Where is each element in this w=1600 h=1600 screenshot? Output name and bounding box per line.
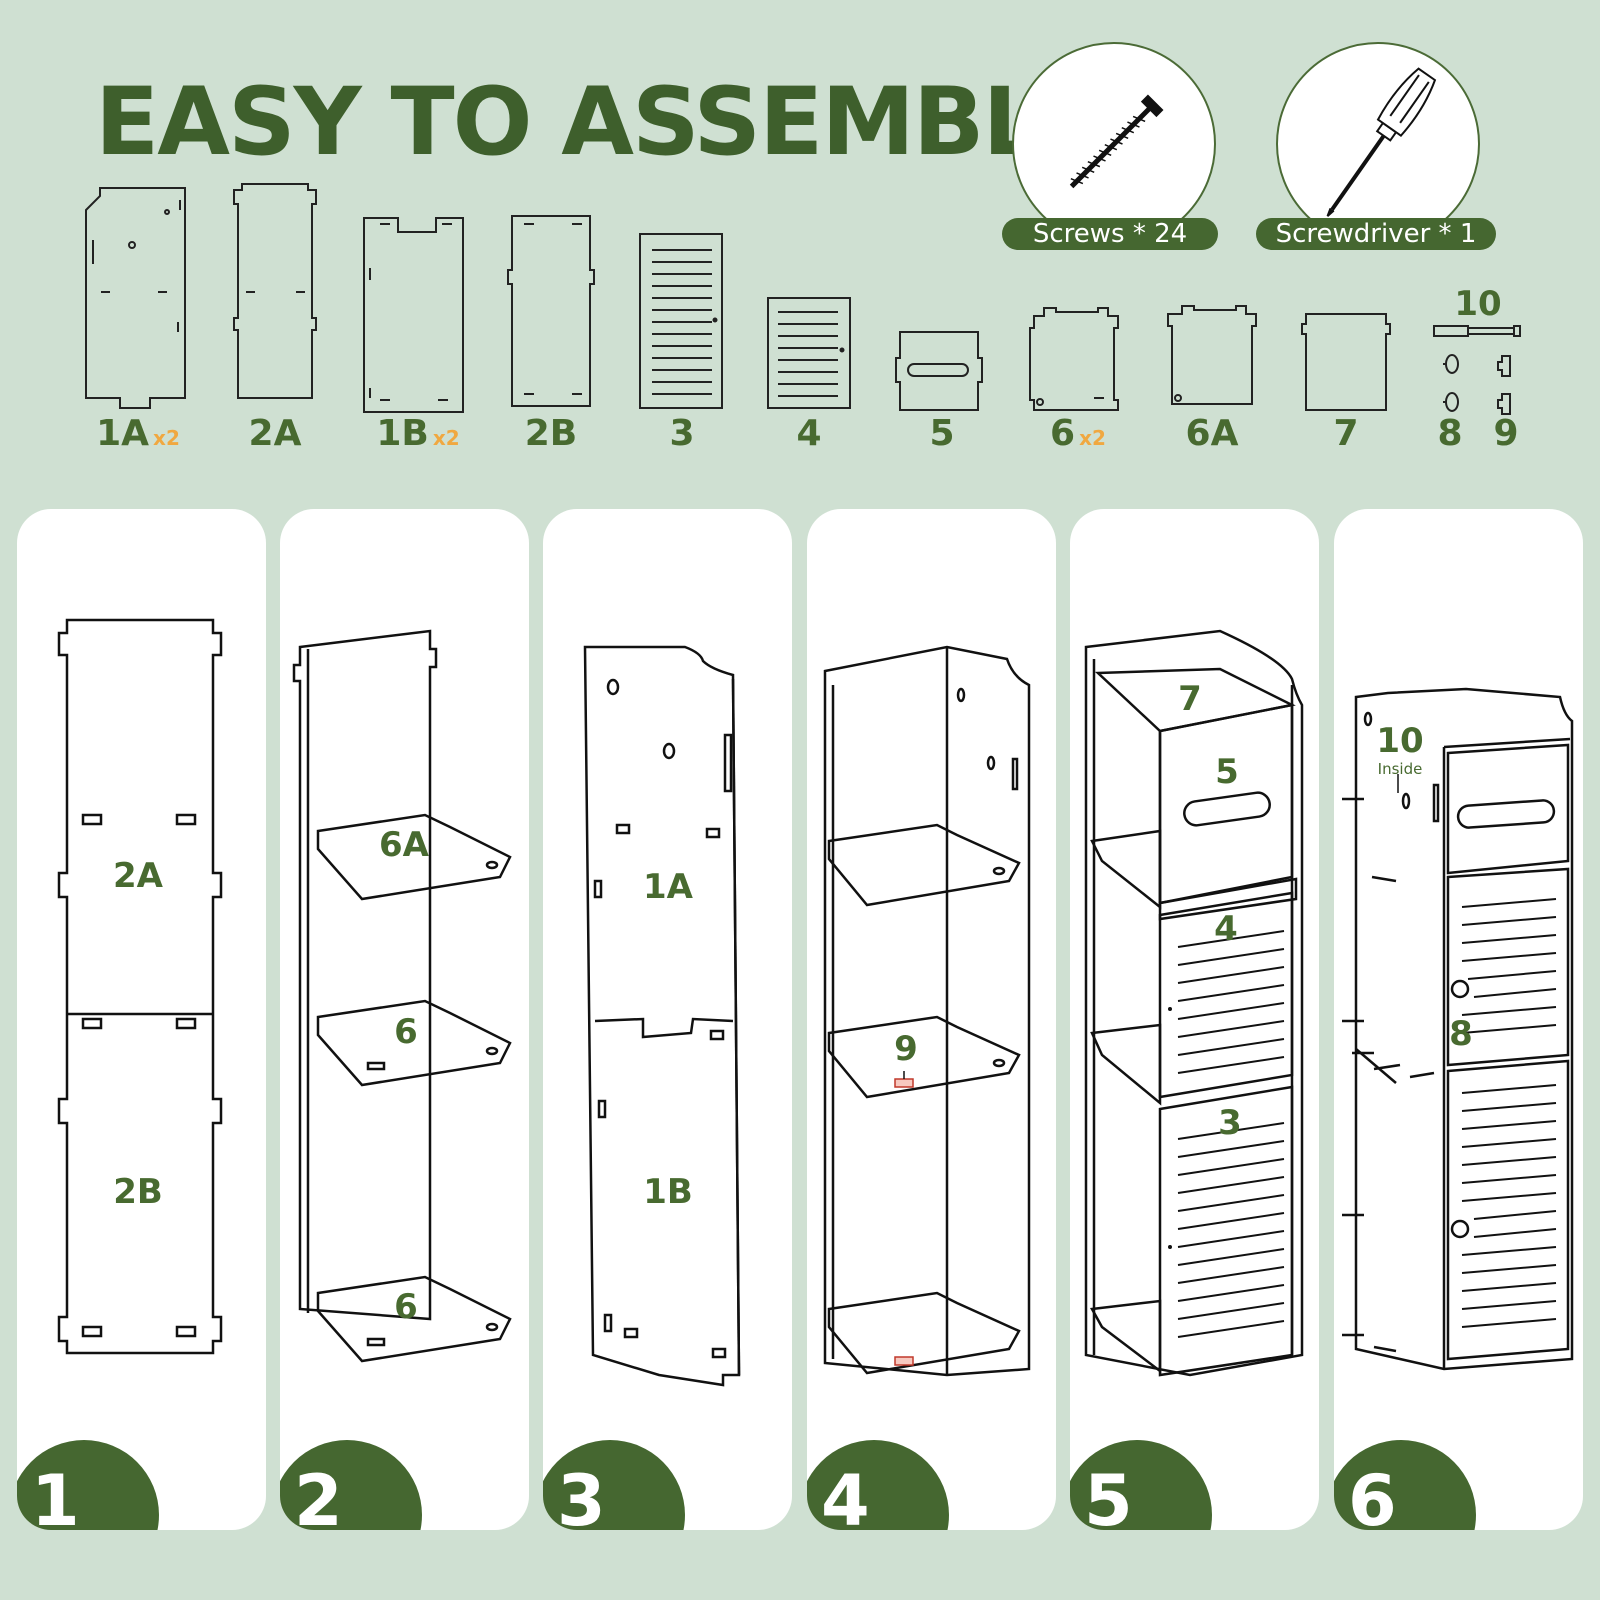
part-label-2A: 2A [248, 413, 302, 454]
screws-circle [1012, 42, 1216, 246]
step-6-label-10: 10 [1376, 721, 1424, 761]
part-9-drawing [1497, 355, 1511, 415]
step-3-drawing [583, 645, 741, 1387]
parts-diagram [85, 183, 1521, 415]
step-3-label-1B: 1B [643, 1172, 693, 1212]
step-panel-2: 6A 6 6 2 [280, 509, 529, 1530]
page-title: EASY TO ASSEMBLE [95, 68, 1105, 177]
step-4-drawing [823, 645, 1031, 1377]
part-label-3: 3 [669, 413, 695, 454]
part-label-6A: 6A [1185, 413, 1239, 454]
part-6-drawing [1029, 307, 1119, 411]
part-4-drawing [767, 297, 851, 409]
step-6-label-8: 8 [1449, 1014, 1473, 1054]
screwdriver-icon [1326, 67, 1437, 217]
step-panel-5: 7 5 4 3 5 [1070, 509, 1319, 1530]
step-2-label-6A: 6A [379, 825, 429, 865]
step-3-label-1A: 1A [643, 867, 693, 907]
step-5-label-7: 7 [1178, 679, 1202, 719]
part-5-drawing [895, 331, 983, 411]
step-badge-3: 3 [543, 1440, 685, 1530]
step-panel-3: 1A 1B 3 [543, 509, 792, 1530]
step-6-label-inside: Inside [1377, 760, 1423, 778]
step-5-label-3: 3 [1218, 1103, 1242, 1143]
part-label-2B: 2B [524, 413, 578, 454]
part-2A-drawing [233, 183, 317, 399]
part-1B-drawing [363, 217, 464, 413]
step-1-drawing [57, 618, 223, 1355]
step-badge-2: 2 [280, 1440, 422, 1530]
step-6-drawing [1342, 687, 1574, 1371]
step-5-label-4: 4 [1214, 909, 1238, 949]
screwdriver-label: Screwdriver * 1 [1256, 218, 1496, 250]
part-8-drawing [1443, 354, 1459, 412]
step-5-drawing [1084, 629, 1304, 1377]
screw-icon [1069, 94, 1164, 189]
part-label-7: 7 [1333, 413, 1359, 454]
part-6A-drawing [1167, 305, 1257, 405]
part-2B-drawing [507, 215, 595, 407]
step-1-label-2A: 2A [113, 856, 163, 896]
part-10-drawing [1433, 325, 1521, 337]
step-panel-4: 9 4 [807, 509, 1056, 1530]
part-label-8: 8 [1437, 413, 1463, 454]
part-label-4: 4 [796, 413, 822, 454]
part-3-drawing [639, 233, 723, 409]
step-4-label-9: 9 [894, 1029, 918, 1069]
step-2-drawing [292, 629, 512, 1363]
part-7-drawing [1301, 313, 1391, 411]
step-5-label-5: 5 [1215, 752, 1239, 792]
step-1-label-2B: 2B [113, 1172, 163, 1212]
step-2-label-6-bottom: 6 [394, 1287, 418, 1327]
part-label-5: 5 [929, 413, 955, 454]
part-label-10: 10 [1454, 284, 1502, 324]
step-panel-6: 10 Inside 8 6 [1334, 509, 1583, 1530]
part-1A-drawing [85, 187, 186, 409]
part-label-9: 9 [1493, 413, 1519, 454]
screws-label: Screws * 24 [1002, 218, 1218, 250]
step-2-label-6-top: 6 [394, 1012, 418, 1052]
step-panel-1: 2A 2B 1 [17, 509, 266, 1530]
